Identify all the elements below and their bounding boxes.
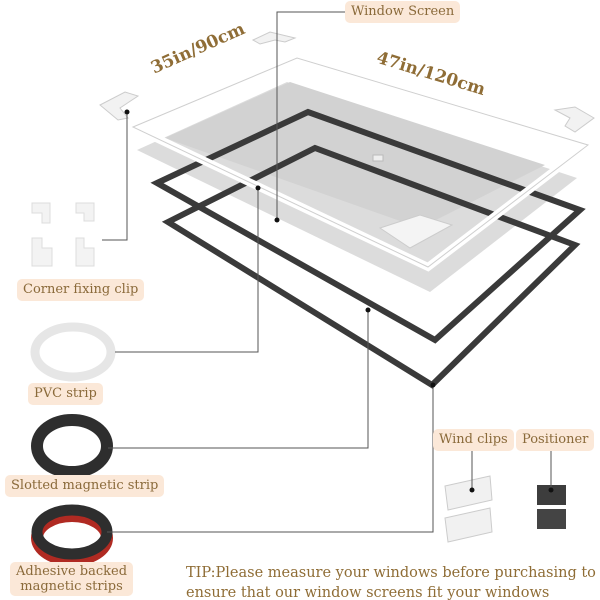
- corner-clip-icon: [378, 214, 454, 249]
- adhesive-label-line1: Adhesive backed: [16, 564, 128, 579]
- corner-clip-icon: [99, 91, 140, 121]
- screen-mesh-top: [165, 82, 545, 228]
- adhesive-label-line2: magnetic strips: [20, 579, 123, 594]
- pvc-strip-label: PVC strip: [28, 383, 103, 405]
- corner-clips-icon: [31, 202, 95, 267]
- adhesive-magnetic-frame: [161, 144, 581, 389]
- wind-clips-icon: [444, 475, 493, 543]
- wind-clips-label: Wind clips: [433, 429, 514, 451]
- leader-lines: [102, 11, 552, 533]
- small-clip-icon: [372, 154, 384, 162]
- corner-clip-icon: [251, 31, 297, 45]
- positioner-label: Positioner: [516, 429, 595, 451]
- positioner-icon: [537, 485, 566, 505]
- tip-line2: ensure that our window screens fit your …: [186, 585, 550, 600]
- corner-clip-label: Corner fixing clip: [17, 279, 145, 301]
- slotted-strip-roll-icon: [31, 414, 113, 478]
- tip-line1: TIP:Please measure your windows before p…: [186, 565, 596, 581]
- leader-dots: [124, 109, 554, 493]
- pvc-frame-edge: [131, 57, 590, 268]
- corner-clip-icon: [553, 106, 595, 133]
- adhesive-strip-label: Adhesive backed magnetic strips: [10, 562, 134, 596]
- tip-text: TIP:Please measure your windows before p…: [186, 563, 596, 600]
- window-screen-label: Window Screen: [345, 1, 461, 23]
- positioner-icon: [537, 509, 566, 529]
- pvc-strip-roll-icon: [30, 322, 116, 382]
- slotted-strip-label: Slotted magnetic strip: [5, 475, 165, 497]
- slotted-magnetic-frame: [150, 108, 586, 344]
